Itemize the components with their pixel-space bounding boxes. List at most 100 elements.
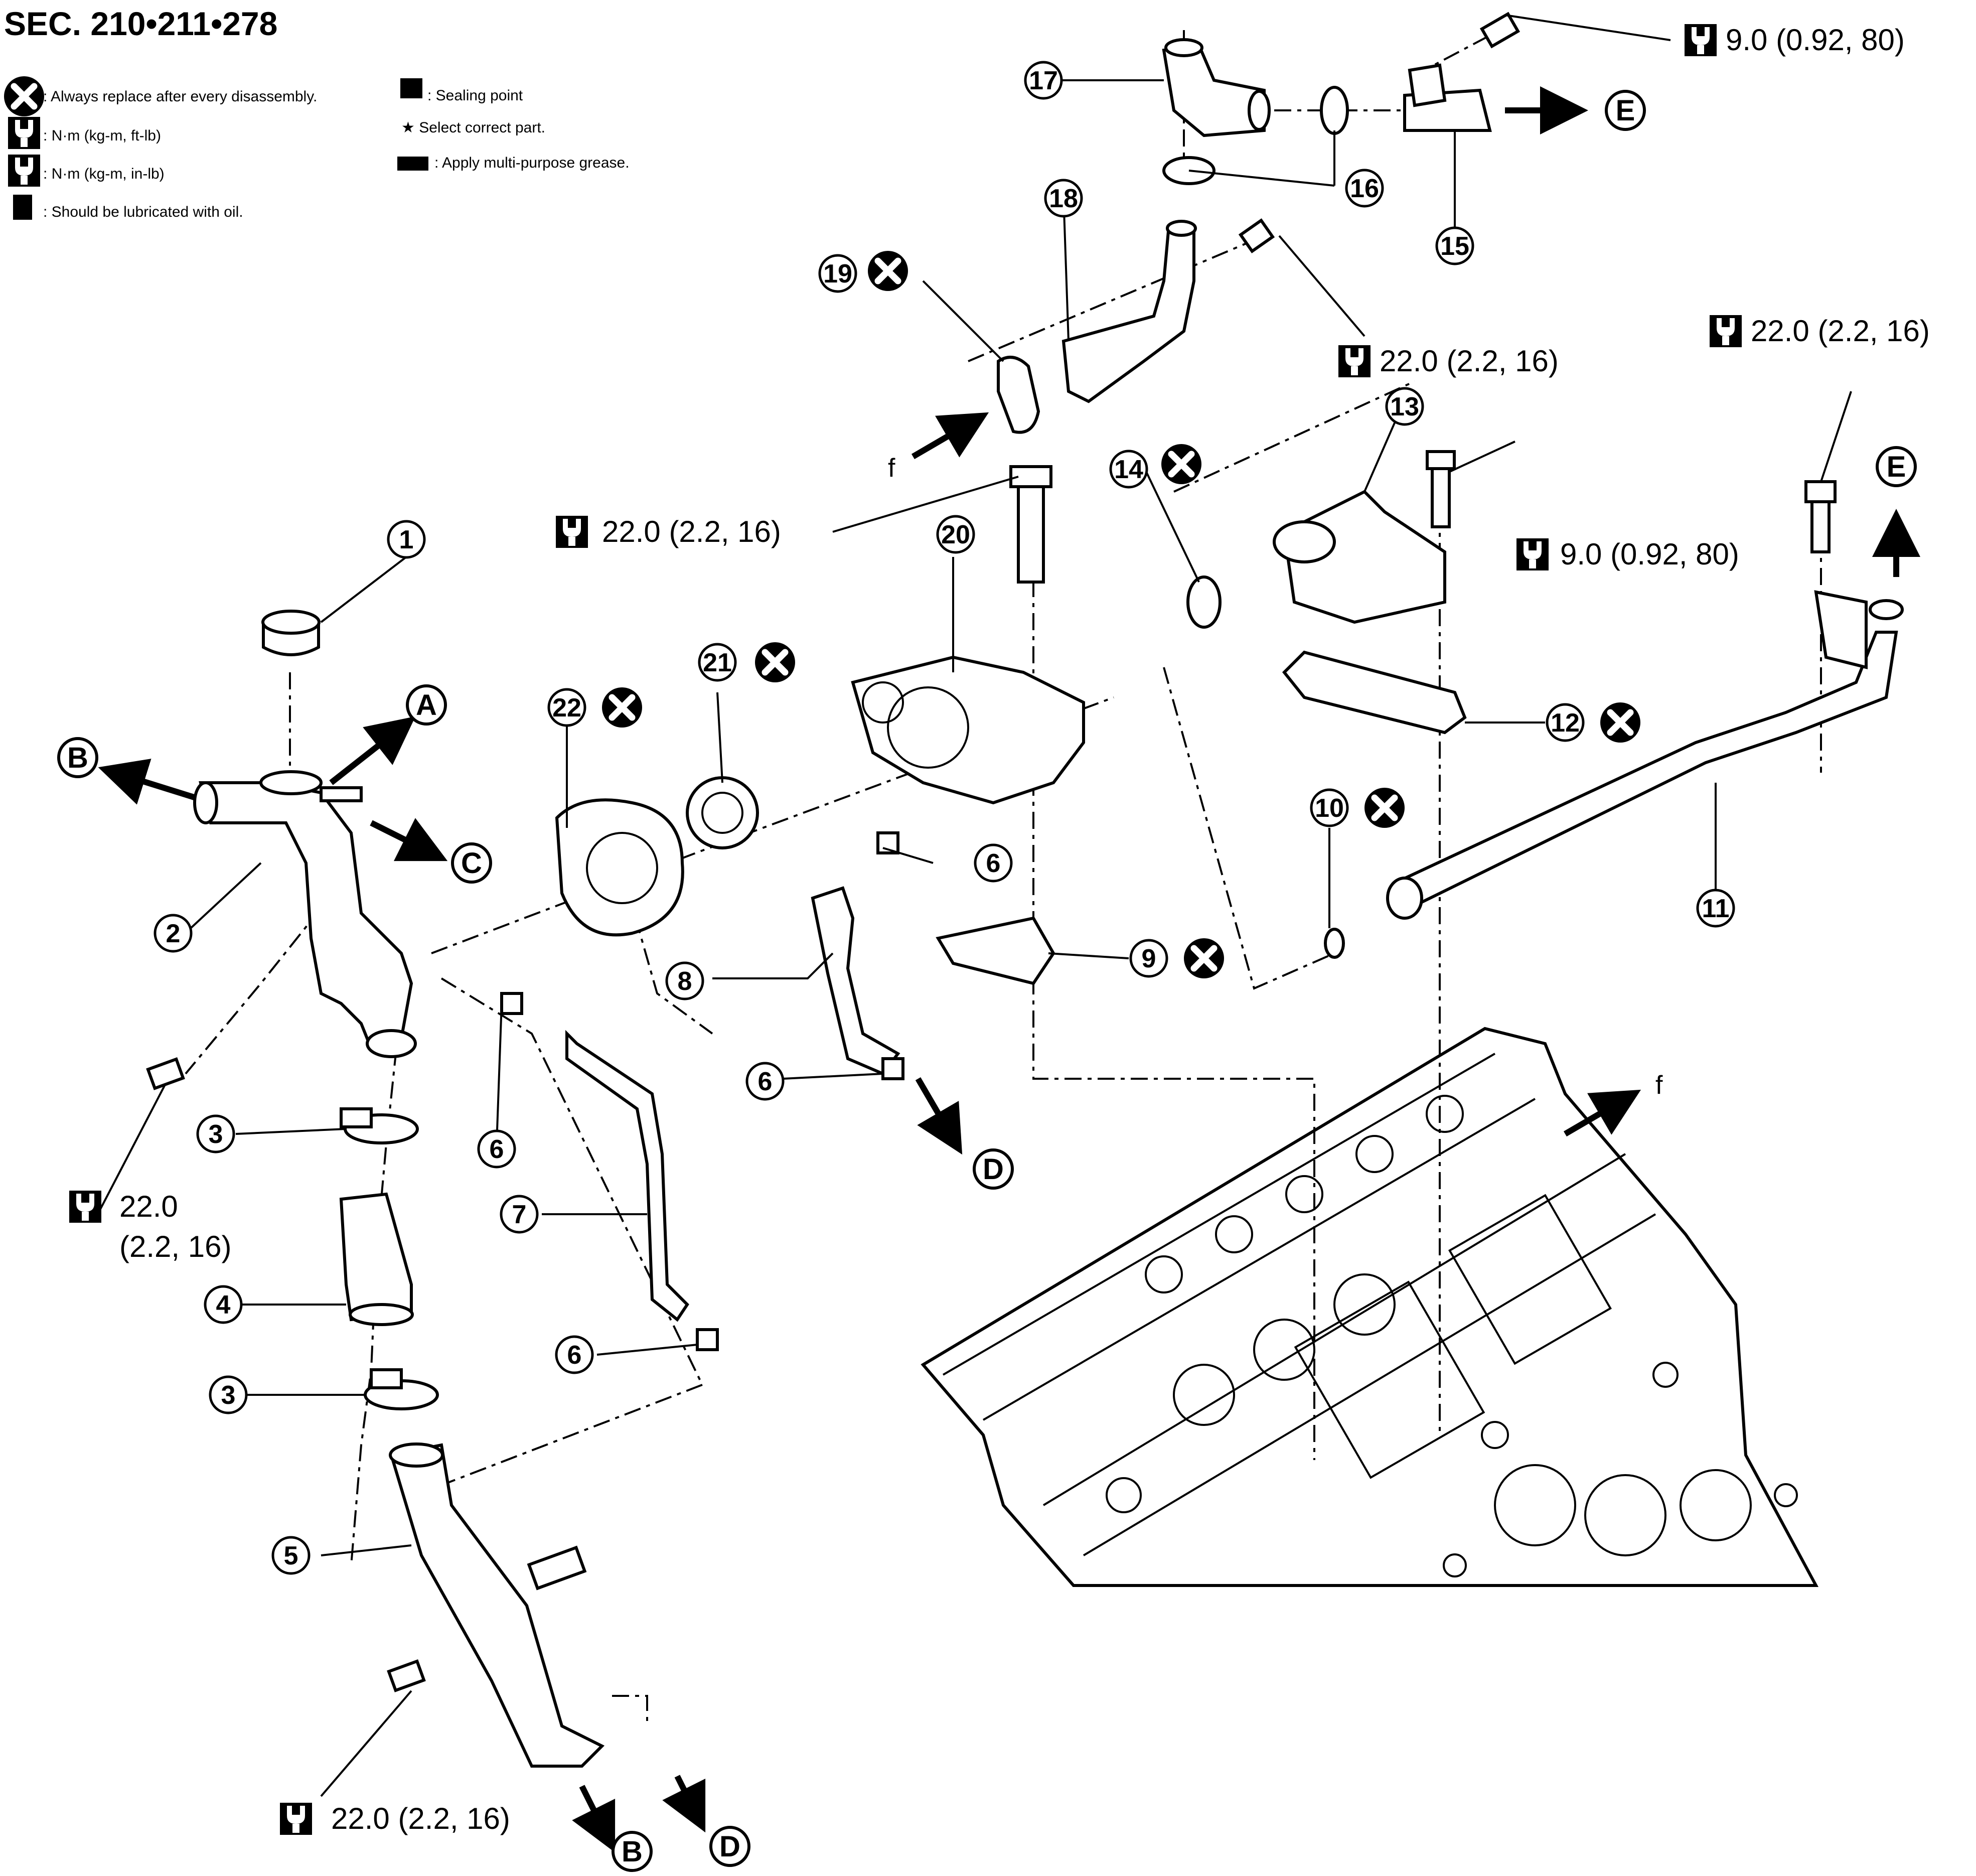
connector-e-top: E: [1605, 90, 1646, 131]
o-ring-14: [1186, 575, 1222, 629]
replace-icon: [868, 251, 908, 291]
svg-text:16: 16: [1350, 174, 1379, 203]
legend-sealing: : Sealing point: [427, 87, 523, 104]
svg-text:1: 1: [399, 525, 414, 554]
bolt-left: [146, 1057, 185, 1090]
legend-select: ★ Select correct part.: [401, 119, 545, 136]
svg-text:D: D: [983, 1153, 1004, 1186]
flow-arrows: [98, 86, 1920, 1853]
callout-19: 19: [818, 254, 857, 293]
callout-10: 10: [1310, 788, 1349, 827]
callout-5: 5: [271, 1536, 311, 1575]
svg-text:B: B: [622, 1835, 643, 1868]
water-pipe-11: [1386, 590, 1904, 920]
svg-text:7: 7: [512, 1200, 527, 1229]
bolt-20: [1009, 465, 1052, 584]
connector-b-bottom: B: [612, 1831, 653, 1872]
svg-text:3: 3: [209, 1120, 223, 1149]
svg-text:5: 5: [284, 1541, 298, 1570]
callout-12: 12: [1546, 703, 1585, 742]
svg-text:17: 17: [1029, 66, 1058, 95]
callout-15: 15: [1435, 226, 1474, 265]
legend-lubricate: : Should be lubricated with oil.: [43, 204, 243, 220]
hose-8: [811, 886, 900, 1076]
legend-replace: : Always replace after every disassembly…: [43, 88, 317, 105]
bolt-11: [1804, 480, 1837, 553]
svg-text:B: B: [67, 742, 88, 774]
connector-d-bottom: D: [709, 1826, 750, 1867]
callout-3a: 3: [196, 1114, 235, 1153]
svg-text:19: 19: [823, 259, 852, 288]
torque-ftlb-icon: [69, 1191, 101, 1223]
svg-text:A: A: [416, 689, 437, 721]
replace-icon: [602, 687, 642, 728]
torque-right: 22.0 (2.2, 16): [1751, 314, 1930, 348]
svg-text:C: C: [461, 847, 482, 880]
svg-text:E: E: [1616, 94, 1635, 127]
torque-inlb-icon: [8, 155, 40, 187]
connector-b-top: B: [57, 737, 98, 778]
svg-text:6: 6: [986, 849, 1001, 878]
svg-text:15: 15: [1440, 232, 1469, 261]
replace-icon: [1184, 938, 1224, 978]
svg-text:8: 8: [678, 967, 692, 996]
water-outlet-13: [1273, 490, 1446, 624]
svg-text:6: 6: [490, 1135, 504, 1164]
water-pipe-5: [389, 1442, 605, 1768]
callout-9: 9: [1129, 939, 1168, 978]
bolt-13: [1426, 450, 1456, 528]
callout-6c: 6: [974, 843, 1013, 883]
gasket-22: [555, 798, 684, 937]
callout-17: 17: [1024, 61, 1063, 100]
callout-14: 14: [1109, 450, 1148, 489]
svg-text:11: 11: [1702, 894, 1730, 923]
direction-f-block: f: [1655, 1071, 1663, 1100]
sealing-point-icon: [400, 78, 422, 98]
callout-1: 1: [387, 520, 426, 559]
legend-nm-ftlb: : N·m (kg-m, ft-lb): [43, 127, 161, 144]
gasket-9: [936, 916, 1055, 985]
svg-text:9: 9: [1142, 944, 1156, 973]
connector-e-right: E: [1876, 446, 1917, 487]
torque-bolt20: 22.0 (2.2, 16): [602, 515, 781, 548]
callout-3b: 3: [209, 1375, 248, 1414]
callout-leaders: [99, 14, 1852, 1797]
torque-bolt13: 9.0 (0.92, 80): [1560, 537, 1739, 571]
torque-ftlb-icon: [556, 516, 588, 548]
o-ring-10: [1324, 928, 1345, 959]
hose-7: [565, 1030, 689, 1322]
bolt-bottom: [387, 1659, 426, 1692]
bolt-15: [1479, 12, 1521, 49]
svg-text:D: D: [719, 1830, 740, 1863]
svg-text:18: 18: [1049, 184, 1078, 213]
connector-d-mid: D: [973, 1148, 1014, 1190]
clamp-16b: [1320, 86, 1349, 135]
torque-ftlb-icon: [1710, 315, 1742, 347]
svg-text:E: E: [1887, 451, 1906, 483]
svg-text:14: 14: [1114, 455, 1143, 484]
callout-16: 16: [1345, 169, 1384, 208]
callout-6b: 6: [555, 1335, 594, 1374]
torque-inlb-icon: [1685, 24, 1717, 56]
svg-text:6: 6: [567, 1341, 582, 1370]
replace-icon: [1364, 788, 1405, 828]
water-outlet-2: [193, 770, 417, 1058]
replace-icon: [1161, 444, 1201, 484]
svg-text:22: 22: [552, 693, 581, 723]
callout-13: 13: [1385, 387, 1424, 426]
water-connector-15: [1403, 63, 1492, 132]
torque-specs: 9.0 (0.92, 80) 22.0 (2.2, 16) 22.0 (2.2,…: [69, 23, 1930, 1835]
torque-top-right: 9.0 (0.92, 80): [1726, 23, 1905, 57]
torque-bottom: 22.0 (2.2, 16): [331, 1802, 510, 1835]
torque-left-b: (2.2, 16): [119, 1230, 231, 1263]
svg-text:3: 3: [221, 1381, 236, 1410]
replace-symbol-icon: [4, 76, 44, 116]
svg-text:20: 20: [941, 520, 970, 549]
legend-nm-inlb: : N·m (kg-m, in-lb): [43, 166, 165, 182]
svg-text:4: 4: [216, 1290, 231, 1320]
bolt-18: [1238, 218, 1275, 253]
grease-icon: [397, 157, 428, 171]
water-hose-17: [1162, 38, 1271, 137]
replace-icon: [755, 642, 795, 682]
